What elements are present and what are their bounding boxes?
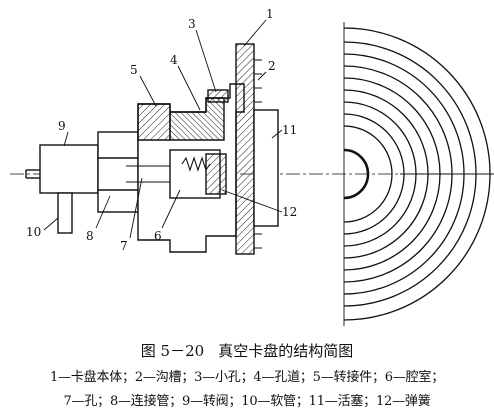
label-8: 8 xyxy=(86,229,94,243)
connecting-tube xyxy=(97,131,139,213)
chuck-structure-diagram: 1 2 3 4 5 6 7 8 9 10 11 12 xyxy=(10,7,494,326)
legend-line-2: 7—孔；8—连接管；9—转阀；10—软管；11—活塞；12—弹簧 xyxy=(63,394,431,409)
legend-line-1: 1—卡盘本体；2—沟槽；3—小孔；4—孔道；5—转接件；6—腔室； xyxy=(49,370,445,385)
adapter xyxy=(137,103,171,141)
label-12: 12 xyxy=(282,205,297,219)
side-section-view xyxy=(10,19,494,255)
label-11: 11 xyxy=(282,123,297,137)
label-6: 6 xyxy=(154,229,162,243)
rotary-valve-body xyxy=(39,144,99,194)
face-view xyxy=(343,22,494,326)
label-10: 10 xyxy=(26,225,41,239)
chuck-plate xyxy=(235,43,255,255)
leader-lines xyxy=(43,19,283,239)
label-5: 5 xyxy=(130,63,138,77)
figure-number: 图 5－20 xyxy=(140,342,205,360)
piston xyxy=(253,109,279,227)
part-labels: 1 2 3 4 5 6 7 8 9 10 11 12 xyxy=(26,7,297,253)
label-9: 9 xyxy=(58,119,66,133)
figure-caption: 图 5－20 真空卡盘的结构简图 xyxy=(0,340,494,361)
small-hole xyxy=(207,89,229,103)
hose xyxy=(57,192,73,234)
center-hub xyxy=(343,148,370,200)
label-4: 4 xyxy=(170,53,178,67)
figure-title: 真空卡盘的结构简图 xyxy=(218,342,354,360)
label-7: 7 xyxy=(120,239,128,253)
label-2: 2 xyxy=(268,59,276,73)
label-1: 1 xyxy=(266,7,274,21)
label-3: 3 xyxy=(188,17,196,31)
